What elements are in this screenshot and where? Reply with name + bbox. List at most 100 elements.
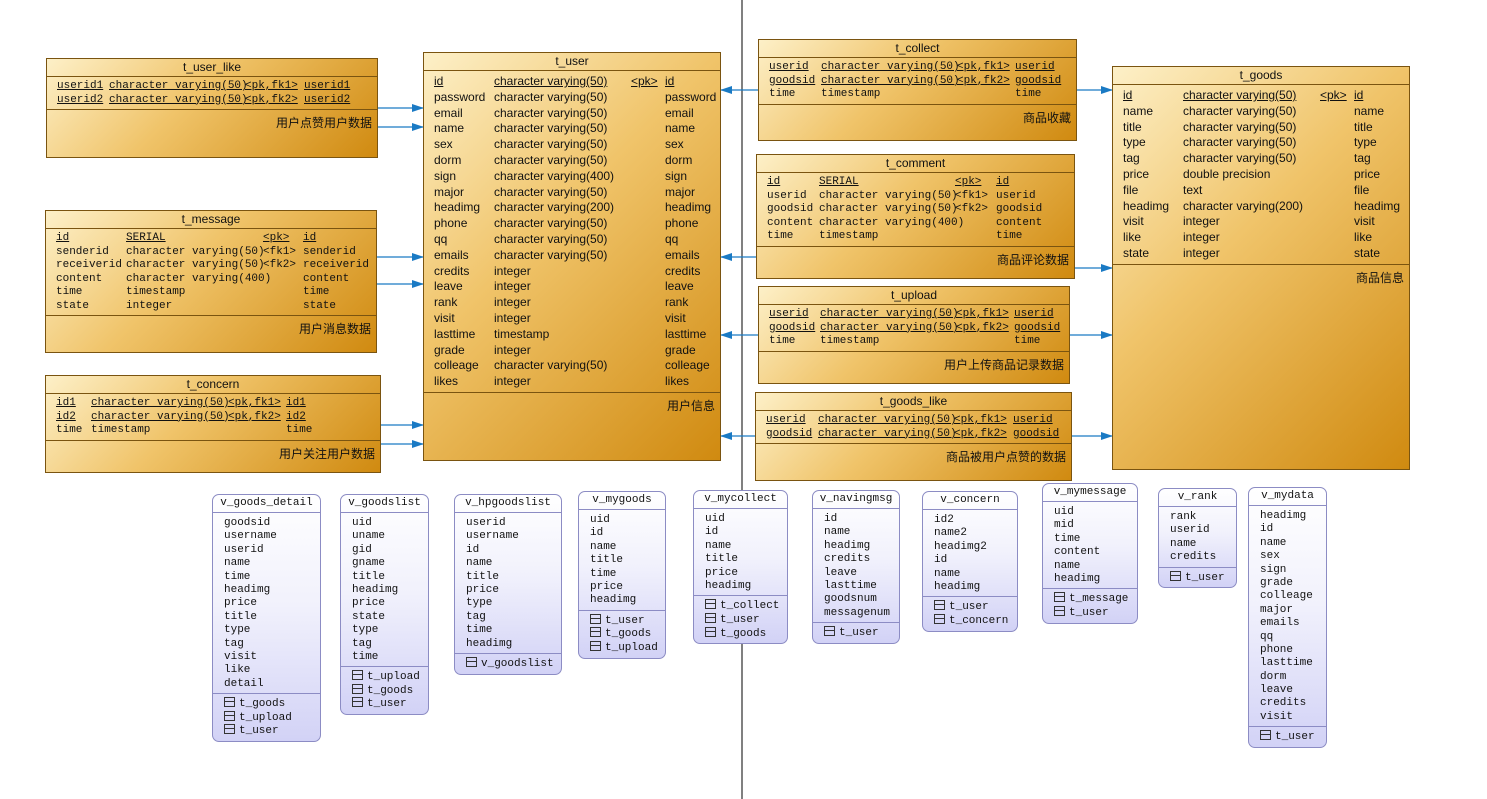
- view-dependency[interactable]: t_user: [1260, 730, 1326, 744]
- view-dependency[interactable]: t_upload: [590, 640, 665, 655]
- column-code: content: [303, 272, 350, 285]
- view-dependency[interactable]: t_user: [705, 612, 787, 627]
- view-dependency[interactable]: t_goods: [352, 683, 428, 698]
- view-dependency[interactable]: t_goods: [224, 697, 320, 711]
- view-dependency[interactable]: t_user: [590, 613, 665, 628]
- view-dependency[interactable]: t_goods: [705, 626, 787, 641]
- view-dependency[interactable]: t_user: [934, 600, 1017, 614]
- column-key: <fk1>: [263, 245, 297, 258]
- view-column: leave: [1260, 684, 1294, 697]
- column-name: time: [767, 230, 794, 242]
- view-dependency[interactable]: t_upload: [224, 710, 320, 725]
- view-dependency[interactable]: t_user: [1054, 605, 1137, 620]
- view-dependency[interactable]: t_user: [224, 724, 320, 738]
- view-dependency[interactable]: v_goodslist: [466, 656, 561, 671]
- view-dependency[interactable]: t_upload: [352, 670, 428, 684]
- view-dependency[interactable]: t_goods: [590, 627, 665, 641]
- table-icon: [224, 697, 235, 708]
- view-dependency[interactable]: t_concern: [934, 613, 1017, 628]
- view-dependency[interactable]: t_collect: [705, 599, 787, 613]
- view-dependency[interactable]: t_user: [352, 697, 428, 711]
- view-dependency[interactable]: t_message: [1054, 592, 1137, 606]
- view-dependency[interactable]: t_user: [824, 626, 899, 640]
- view-dependency[interactable]: t_user: [1170, 570, 1236, 585]
